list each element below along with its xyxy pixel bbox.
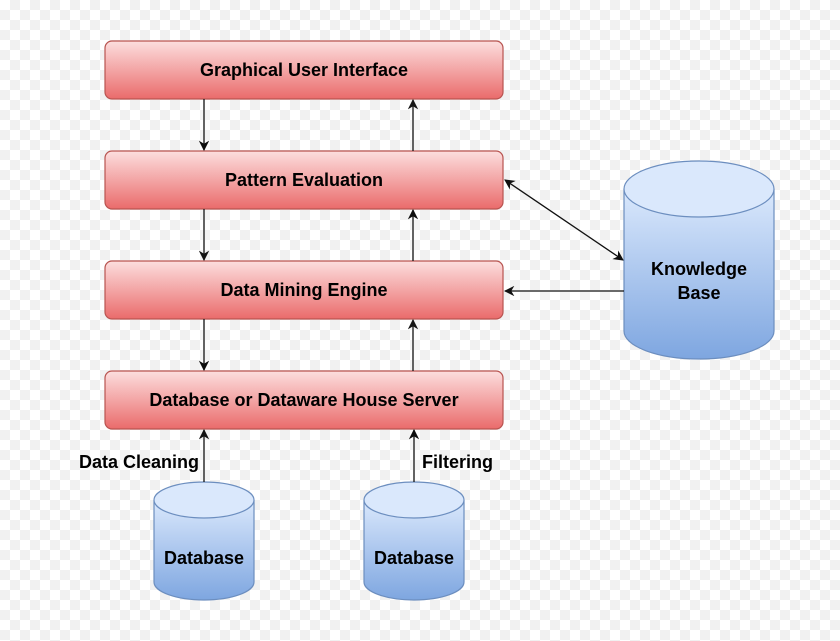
knowledge-base-label-line1: Knowledge <box>651 259 747 279</box>
database-server-box: Database or Dataware House Server <box>104 370 504 430</box>
right-database-label: Database <box>374 548 454 568</box>
database-server-label: Database or Dataware House Server <box>149 390 458 410</box>
gui-box: Graphical User Interface <box>104 40 504 100</box>
gui-label: Graphical User Interface <box>200 60 408 80</box>
knowledge-base-cylinder: Knowledge Base <box>623 160 775 360</box>
arrow-pattern-knowledge-bidirectional <box>504 179 624 261</box>
pattern-evaluation-box: Pattern Evaluation <box>104 150 504 210</box>
left-database-label: Database <box>164 548 244 568</box>
data-cleaning-label: Data Cleaning <box>79 452 199 472</box>
pattern-evaluation-label: Pattern Evaluation <box>225 170 383 190</box>
knowledge-base-label-line2: Base <box>677 283 720 303</box>
data-mining-engine-label: Data Mining Engine <box>220 280 387 300</box>
data-mining-engine-box: Data Mining Engine <box>104 260 504 320</box>
filtering-label: Filtering <box>422 452 493 472</box>
left-database-cylinder: Database <box>153 481 255 601</box>
right-database-cylinder: Database <box>363 481 465 601</box>
